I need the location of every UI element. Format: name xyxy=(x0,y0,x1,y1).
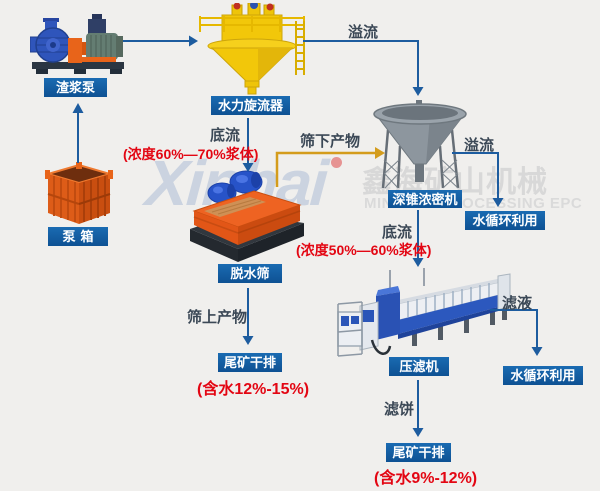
arrow-thickener-overflow xyxy=(452,152,499,198)
label-tailings-dry-left: 尾矿干排 xyxy=(218,353,282,372)
label-slurry-pump: 渣浆泵 xyxy=(44,78,107,97)
stream-screen-oversize: 筛上产物 xyxy=(187,309,248,326)
label-hydrocyclone: 水力旋流器 xyxy=(211,96,290,115)
label-deep-cone-thickener: 深锥浓密机 xyxy=(388,190,462,208)
note-thickener-underflow: (浓度50%—60%浆体) xyxy=(296,242,432,258)
stream-thickener-overflow: 溢流 xyxy=(464,137,495,154)
dewatering-screen-image xyxy=(188,167,306,269)
filter-press-image xyxy=(332,268,512,365)
note-tailings-bottom: (含水9%-12%) xyxy=(374,470,478,487)
deep-cone-thickener-image xyxy=(372,100,468,197)
stream-thickener-underflow: 底流 xyxy=(382,224,413,241)
label-water-recycle-bottom: 水循环利用 xyxy=(503,366,583,385)
stream-filtrate: 滤液 xyxy=(502,295,533,312)
slurry-pump-image xyxy=(29,12,132,83)
logo-dot xyxy=(331,157,342,168)
label-water-recycle-right: 水循环利用 xyxy=(465,211,545,230)
stream-filter-cake: 滤饼 xyxy=(384,401,415,418)
stream-overflow-top: 溢流 xyxy=(348,24,379,41)
label-pump-box: 泵箱 xyxy=(48,227,108,246)
note-cyclone-underflow: (浓度60%—70%浆体) xyxy=(123,146,259,162)
arrow-cyclone-overflow xyxy=(303,40,419,87)
hydrocyclone-image xyxy=(196,1,308,102)
pump-box-image xyxy=(42,162,116,233)
stream-screen-undersize: 筛下产物 xyxy=(300,133,361,150)
stream-cyclone-underflow: 底流 xyxy=(210,127,241,144)
arrow-screen-undersize xyxy=(275,151,375,187)
note-tailings-left: (含水12%-15%) xyxy=(197,381,310,398)
label-filter-press: 压滤机 xyxy=(389,357,449,376)
label-dewatering-screen: 脱水筛 xyxy=(218,264,282,283)
label-tailings-dry-bottom: 尾矿干排 xyxy=(386,443,451,462)
arrow-filtrate xyxy=(490,309,538,347)
